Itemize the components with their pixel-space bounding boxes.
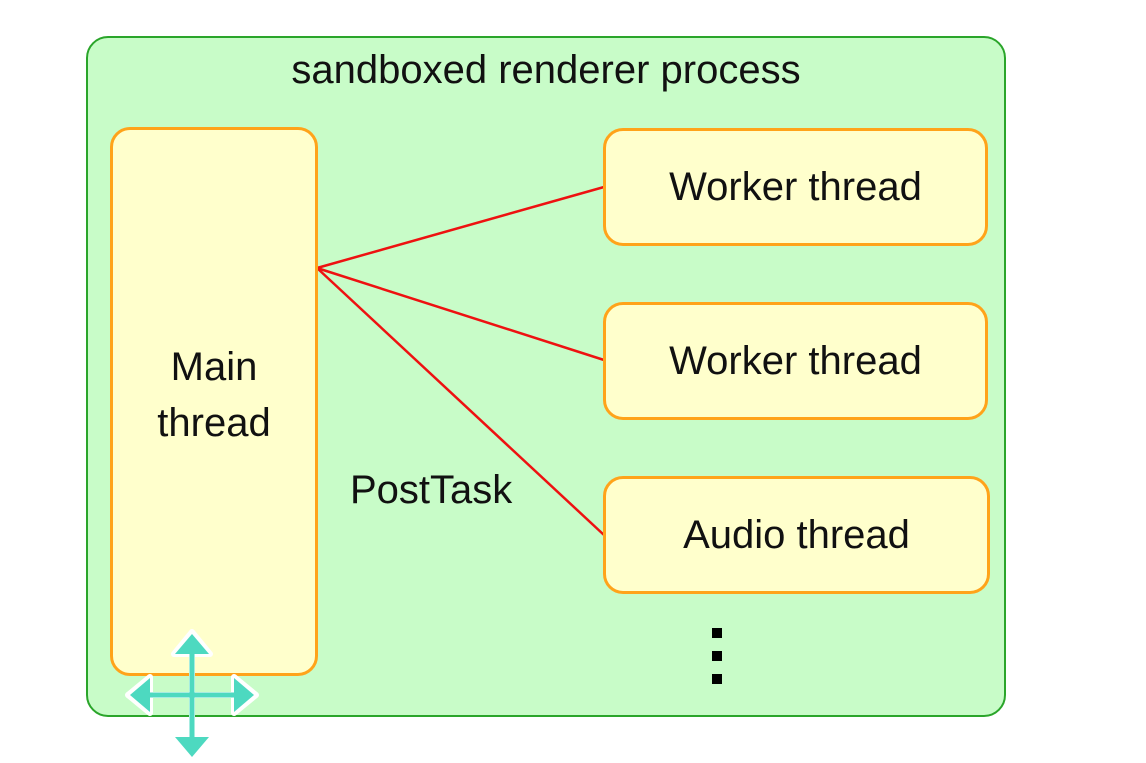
worker-thread-box-2[interactable]: Worker thread bbox=[603, 302, 988, 420]
worker-thread-1-label: Worker thread bbox=[669, 165, 922, 209]
ellipsis-dot bbox=[712, 628, 722, 638]
edge-main-to-worker2 bbox=[316, 266, 605, 362]
ellipsis-dot bbox=[712, 674, 722, 684]
worker-thread-box-1[interactable]: Worker thread bbox=[603, 128, 988, 246]
edge-main-to-worker1 bbox=[316, 185, 605, 270]
ellipsis-dot bbox=[712, 651, 722, 661]
posttask-edge-label: PostTask bbox=[350, 468, 513, 512]
main-thread-box[interactable]: Main thread bbox=[110, 127, 318, 676]
container-title: sandboxed renderer process bbox=[291, 48, 801, 92]
edge-main-to-audio bbox=[316, 267, 605, 536]
main-thread-label-line2: thread bbox=[157, 400, 271, 445]
main-thread-label-line1: Main bbox=[170, 344, 258, 389]
worker-thread-2-label: Worker thread bbox=[669, 339, 922, 383]
move-cursor-icon bbox=[125, 629, 259, 762]
more-threads-ellipsis bbox=[712, 628, 726, 697]
audio-thread-box[interactable]: Audio thread bbox=[603, 476, 990, 594]
audio-thread-label: Audio thread bbox=[683, 513, 910, 557]
